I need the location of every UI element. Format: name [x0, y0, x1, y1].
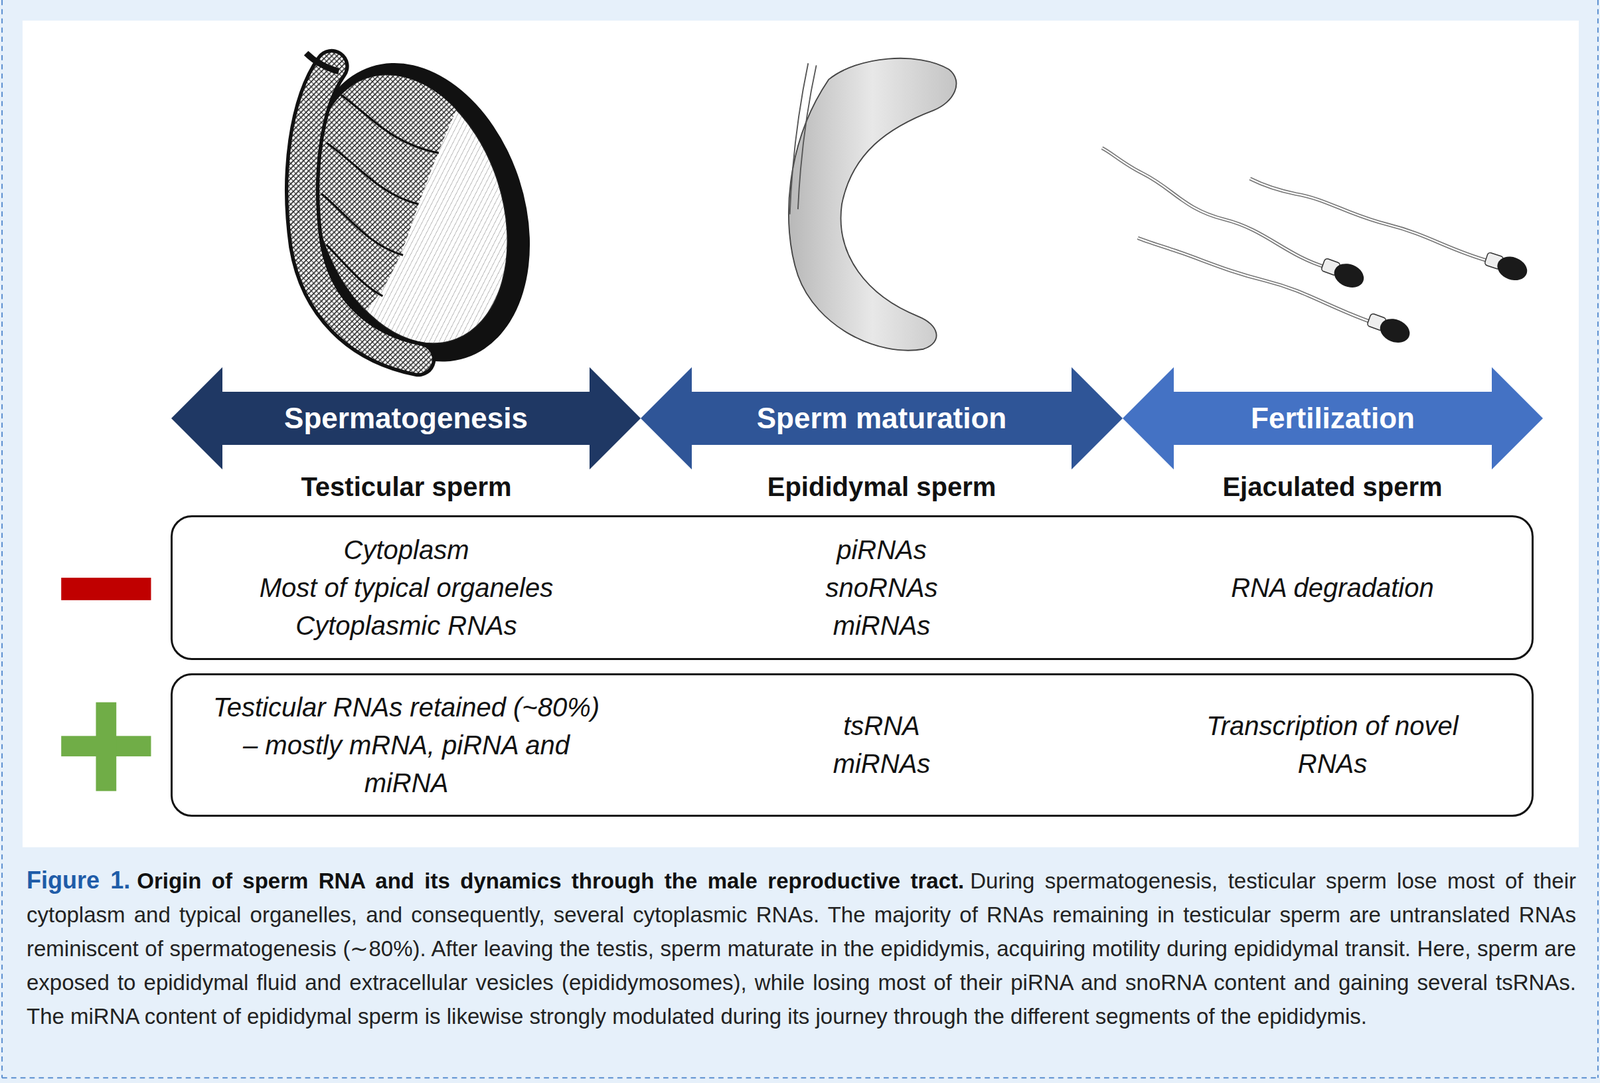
- column-header: Testicular sperm: [173, 470, 639, 504]
- dashed-frame: [1, 1076, 1599, 1079]
- content-row-box: CytoplasmMost of typical organelesCytopl…: [170, 515, 1534, 660]
- content-row-box: Testicular RNAs retained (~80%) – mostly…: [170, 673, 1534, 817]
- sperm-tail: [1102, 148, 1327, 268]
- stage-arrow: Spermatogenesis: [171, 367, 641, 470]
- rna-item: Cytoplasmic RNAs: [207, 606, 606, 645]
- rna-item: miRNAs: [748, 606, 1015, 645]
- text-column: CytoplasmMost of typical organelesCytopl…: [207, 517, 606, 658]
- epididymis-shape: [788, 58, 957, 351]
- stage-label: Fertilization: [1250, 401, 1415, 435]
- stage-arrow: Fertilization: [1122, 367, 1543, 470]
- text-column: Transcription of novel RNAs: [1189, 675, 1476, 815]
- double-arrow: [1122, 367, 1543, 470]
- sperm-head: [1330, 259, 1367, 293]
- rna-item: Testicular RNAs retained (~80%) – mostly…: [209, 688, 603, 802]
- text-column: piRNAssnoRNAsmiRNAs: [748, 517, 1015, 658]
- dashed-frame: [1, 0, 3, 1078]
- lobule-line: [321, 91, 439, 296]
- rna-item: snoRNAs: [748, 568, 1015, 607]
- minus-sign: [61, 577, 151, 601]
- sperm-tail: [1250, 178, 1490, 262]
- rna-item: miRNAs: [748, 744, 1015, 783]
- stage-label: Spermatogenesis: [284, 401, 528, 435]
- epididymis-coils: [302, 66, 419, 360]
- plus-sign-bar: [95, 702, 117, 792]
- double-arrow: [171, 367, 641, 470]
- stage-arrow: Sperm maturation: [640, 367, 1123, 470]
- rna-item: RNA degradation: [1146, 568, 1519, 607]
- dashed-frame: [1597, 0, 1599, 1078]
- text-column: Testicular RNAs retained (~80%) – mostly…: [209, 675, 603, 815]
- testis-illustration: [270, 33, 567, 391]
- column-header: Ejaculated sperm: [1100, 470, 1565, 504]
- tunica: [270, 33, 567, 391]
- figure-caption: Figure 1.Origin of sperm RNA and its dyn…: [26, 863, 1577, 1034]
- sperm-tail: [1250, 178, 1490, 262]
- sperm-tail: [1102, 148, 1327, 268]
- sperm-illustration: [1102, 148, 1531, 347]
- spermatic-cord: [306, 53, 339, 72]
- rna-item: Most of typical organeles: [207, 568, 606, 607]
- sperm-tail: [1137, 237, 1373, 323]
- text-column: RNA degradation: [1146, 517, 1519, 658]
- epididymis-illustration: [788, 58, 957, 351]
- figure-number: Figure 1.: [26, 866, 131, 894]
- text-column: tsRNAmiRNAs: [748, 675, 1015, 815]
- rna-item: tsRNA: [748, 707, 1015, 745]
- sperm-head: [1493, 252, 1531, 285]
- rna-item: Cytoplasm: [207, 531, 606, 569]
- testis-body: [280, 49, 540, 369]
- rna-item: piRNAs: [748, 531, 1015, 569]
- double-arrow: [640, 367, 1123, 470]
- sperm-tail: [1137, 237, 1373, 323]
- rna-item: Transcription of novel RNAs: [1189, 707, 1476, 783]
- stage-label: Sperm maturation: [756, 401, 1008, 435]
- column-header: Epididymal sperm: [649, 470, 1115, 504]
- vas-deferens: [790, 63, 817, 215]
- epididymis-outline: [302, 66, 419, 360]
- sperm-head: [1376, 314, 1413, 348]
- figure-title: Origin of sperm RNA and its dynamics thr…: [136, 868, 964, 893]
